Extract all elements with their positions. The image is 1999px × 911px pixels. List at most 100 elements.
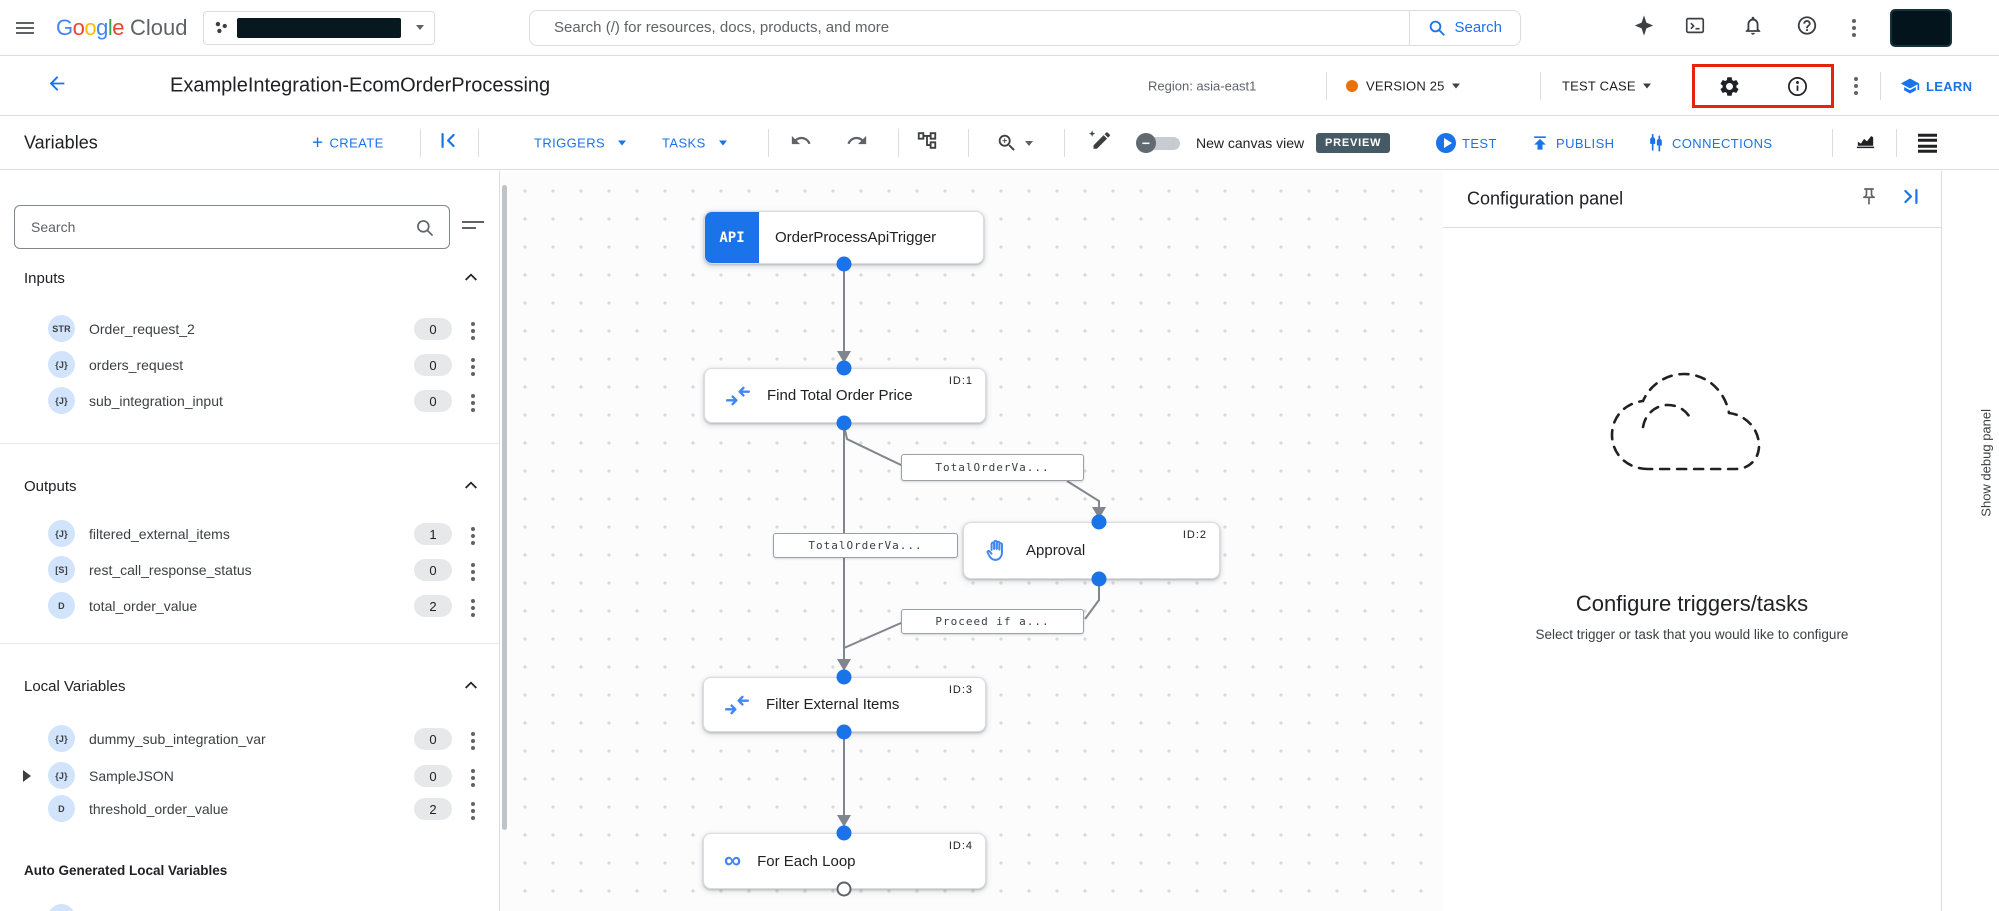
node-filter-external-items[interactable]: ID:3 Filter External Items <box>703 677 986 732</box>
metrics-chart-icon[interactable] <box>1854 129 1877 157</box>
edge-label[interactable]: TotalOrderVa... <box>773 533 958 558</box>
variable-more-options-icon[interactable] <box>467 798 479 824</box>
local-variables-section-header[interactable]: Local Variables <box>24 671 479 701</box>
variable-more-options-icon[interactable] <box>467 728 479 754</box>
chevron-down-icon <box>718 140 727 146</box>
divider <box>1326 72 1327 100</box>
sort-variables-icon[interactable] <box>462 217 484 233</box>
settings-gear-icon[interactable] <box>1718 75 1741 98</box>
search-input[interactable] <box>530 10 1410 45</box>
node-order-process-api-trigger[interactable]: API OrderProcessApiTrigger <box>704 211 984 264</box>
node-find-total-order-price[interactable]: ID:1 Find Total Order Price <box>704 368 986 423</box>
workflow-canvas[interactable]: TotalOrderVa... TotalOrderVa... Proceed … <box>501 171 1443 911</box>
log-list-icon[interactable] <box>1918 131 1937 156</box>
data-mapping-icon <box>724 692 750 718</box>
redo-icon[interactable] <box>846 130 868 157</box>
variable-row[interactable]: {J} dummy_sub_integration_var 0 <box>0 721 499 757</box>
editor-toolbar: Variables + CREATE TRIGGERS TASKS − <box>0 117 1999 170</box>
variable-row[interactable]: {J} SampleJSON 0 <box>0 758 499 794</box>
variables-sidebar: Inputs STR Order_request_2 0 {J} orders_… <box>0 171 500 911</box>
variable-more-options-icon[interactable] <box>467 390 479 416</box>
connector-port[interactable] <box>1091 514 1107 530</box>
variable-more-options-icon[interactable] <box>467 595 479 621</box>
connector-port[interactable] <box>836 825 852 841</box>
variable-more-options-icon[interactable] <box>467 523 479 549</box>
gemini-sparkle-icon[interactable] <box>1633 14 1655 41</box>
help-icon[interactable] <box>1796 14 1818 41</box>
tasks-dropdown[interactable]: TASKS <box>662 136 727 151</box>
variable-more-options-icon[interactable] <box>467 559 479 585</box>
usage-count-badge: 0 <box>414 390 452 412</box>
connector-port[interactable] <box>836 360 852 376</box>
zoom-control[interactable] <box>996 132 1033 154</box>
usage-count-badge: 0 <box>414 354 452 376</box>
variable-more-options-icon[interactable] <box>467 354 479 380</box>
variable-row[interactable]: D total_order_value 2 <box>0 588 499 624</box>
divider <box>968 129 969 157</box>
more-options-icon[interactable] <box>1848 15 1860 41</box>
connector-port[interactable] <box>836 415 852 431</box>
header-more-options-icon[interactable] <box>1850 73 1862 99</box>
play-icon <box>1436 133 1456 153</box>
chevron-up-icon[interactable] <box>463 270 479 286</box>
variable-type-badge: {J} <box>48 351 75 378</box>
region-label: Region: asia-east1 <box>1148 78 1257 94</box>
menu-icon[interactable] <box>16 19 34 37</box>
show-debug-panel-button[interactable]: Show debug panel <box>1978 409 1994 517</box>
variable-row[interactable]: {J} orders_request 0 <box>0 347 499 383</box>
publish-button[interactable]: PUBLISH <box>1530 133 1614 153</box>
node-approval[interactable]: ID:2 Approval <box>963 522 1220 579</box>
variable-row[interactable]: [S] rest_call_response_status 0 <box>0 552 499 588</box>
search-button[interactable]: Search <box>1409 10 1520 45</box>
avatar[interactable] <box>1890 8 1952 47</box>
version-status-dot <box>1346 80 1358 92</box>
project-selector[interactable] <box>203 10 435 45</box>
create-variable-button[interactable]: + CREATE <box>312 132 384 154</box>
inputs-section-header[interactable]: Inputs <box>24 263 479 293</box>
variable-row[interactable]: STR Order_request_2 0 <box>0 311 499 347</box>
connections-button[interactable]: CONNECTIONS <box>1646 133 1772 153</box>
test-button[interactable]: TEST <box>1436 133 1497 153</box>
collapse-right-icon[interactable] <box>1899 186 1921 213</box>
connector-port[interactable] <box>836 256 852 272</box>
info-icon[interactable] <box>1786 75 1809 98</box>
edge-label[interactable]: Proceed if a... <box>901 609 1084 634</box>
chevron-up-icon[interactable] <box>463 678 479 694</box>
back-arrow-icon[interactable] <box>46 73 68 100</box>
pin-icon[interactable] <box>1859 187 1879 212</box>
notifications-bell-icon[interactable] <box>1742 14 1764 41</box>
variable-row[interactable]: D threshold_order_value 2 <box>0 791 499 827</box>
variable-more-options-icon[interactable] <box>467 318 479 344</box>
sidebar-scrollbar[interactable] <box>502 185 507 830</box>
connector-port[interactable] <box>836 669 852 685</box>
magic-edit-icon[interactable] <box>1088 130 1111 157</box>
variable-type-badge: {J} <box>48 762 75 789</box>
auto-layout-icon[interactable] <box>916 130 938 157</box>
search-icon <box>417 220 433 236</box>
version-dropdown[interactable]: VERSION 25 <box>1366 79 1460 94</box>
collapse-panel-icon[interactable] <box>438 130 460 157</box>
variable-row[interactable]: {J} filtered_external_items 1 <box>0 516 499 552</box>
cloud-shell-icon[interactable] <box>1684 14 1706 41</box>
undo-icon[interactable] <box>790 130 812 157</box>
expand-arrow-icon[interactable] <box>23 770 31 782</box>
empty-state-subtitle: Select trigger or task that you would li… <box>1535 627 1849 642</box>
connector-port-open[interactable] <box>836 881 852 897</box>
learn-button[interactable]: LEARN <box>1900 76 1972 96</box>
canvas-view-toggle[interactable]: − <box>1136 133 1184 153</box>
variable-more-options-icon[interactable] <box>467 765 479 791</box>
edge-label[interactable]: TotalOrderVa... <box>901 454 1084 481</box>
chevron-up-icon[interactable] <box>463 478 479 494</box>
variable-search-box <box>14 205 450 249</box>
configuration-panel-title: Configuration panel <box>1467 188 1624 209</box>
outputs-section-header[interactable]: Outputs <box>24 471 479 501</box>
chevron-down-icon <box>1451 83 1460 89</box>
triggers-dropdown[interactable]: TRIGGERS <box>534 136 627 151</box>
usage-count-badge: 2 <box>414 595 452 617</box>
connector-port[interactable] <box>836 724 852 740</box>
test-case-dropdown[interactable]: TEST CASE <box>1562 79 1651 94</box>
variable-row[interactable]: {J} sub_integration_input 0 <box>0 383 499 419</box>
connector-port[interactable] <box>1091 571 1107 587</box>
variable-search-input[interactable] <box>15 206 449 248</box>
top-app-bar: Google Cloud Search <box>0 0 1999 56</box>
